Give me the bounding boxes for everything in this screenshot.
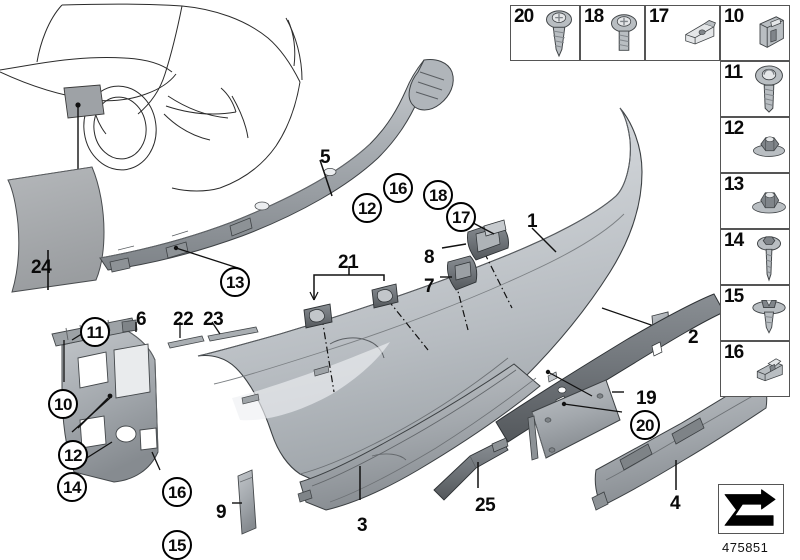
legend-number-17: 17	[649, 6, 669, 27]
direction-arrow-icon	[724, 489, 776, 526]
part-19-license-plate-bracket	[527, 379, 621, 461]
legend-item-20[interactable]: 20	[510, 5, 580, 61]
callout-19[interactable]: 19	[636, 388, 657, 409]
legend-number-20: 20	[514, 6, 534, 27]
legend-number-12: 12	[724, 118, 744, 139]
part-22-23-trim-strips	[167, 326, 259, 349]
part-25-reinforcement-strip	[433, 437, 509, 501]
part-1-rear-bumper-cover	[197, 107, 643, 488]
part-23-strip	[207, 326, 259, 342]
assembly-leader-21b	[387, 299, 429, 351]
callout-5[interactable]: 5	[320, 147, 331, 168]
assembly-leader-21a	[321, 317, 335, 393]
orientation-indicator-box	[718, 484, 784, 534]
legend-number-14: 14	[724, 230, 744, 251]
callout-1[interactable]: 1	[527, 211, 538, 232]
callout-18[interactable]: 18	[423, 180, 453, 210]
legend-item-13[interactable]: 13	[720, 173, 790, 229]
callout-16[interactable]: 16	[383, 173, 413, 203]
callout-24[interactable]: 24	[31, 257, 52, 278]
legend-item-11[interactable]: 11	[720, 61, 790, 117]
legend-number-11: 11	[724, 62, 743, 83]
callout-23[interactable]: 23	[203, 309, 224, 330]
callout-13[interactable]: 13	[220, 267, 250, 297]
assembly-leader-8	[477, 239, 513, 309]
spring-clip-nut-icon	[751, 344, 787, 394]
legend-number-13: 13	[724, 174, 744, 195]
flange-head-screw-icon	[751, 64, 787, 114]
legend-item-12[interactable]: 12	[720, 117, 790, 173]
part-22-strip	[167, 335, 205, 349]
legend-item-15[interactable]: 15	[720, 285, 790, 341]
trim-location-marker	[63, 84, 105, 119]
sheet-metal-nut-clip-icon	[681, 8, 717, 58]
legend-number-16: 16	[724, 342, 744, 363]
callout-14[interactable]: 14	[57, 472, 87, 502]
legend-item-16[interactable]: 16	[720, 341, 790, 397]
legend-item-10[interactable]: 10	[720, 5, 790, 61]
hex-flange-screw-icon	[751, 232, 787, 282]
callout-17[interactable]: 17	[446, 202, 476, 232]
vehicle-outline-sketch	[0, 3, 303, 192]
hex-nut-washer-icon	[751, 120, 787, 170]
expanding-rivet-icon	[751, 8, 787, 58]
callout-10[interactable]: 10	[48, 389, 78, 419]
plastic-push-rivet-icon	[751, 288, 787, 338]
legend-number-15: 15	[724, 286, 744, 307]
callout-25[interactable]: 25	[475, 495, 496, 516]
part-6-side-guide-bracket	[51, 317, 159, 483]
hex-nut-large-washer-icon	[751, 176, 787, 226]
callout-22[interactable]: 22	[173, 309, 194, 330]
callout-9[interactable]: 9	[216, 502, 227, 523]
callout-20[interactable]: 20	[630, 410, 660, 440]
callout-12[interactable]: 12	[352, 193, 382, 223]
part-21-retaining-clips	[303, 283, 399, 329]
callout-4[interactable]: 4	[670, 493, 681, 514]
callout-8[interactable]: 8	[424, 247, 435, 268]
callout-2[interactable]: 2	[688, 327, 699, 348]
callout-11[interactable]: 11	[80, 317, 110, 347]
callout-12[interactable]: 12	[58, 440, 88, 470]
legend-number-18: 18	[584, 6, 604, 27]
pointed-tapping-screw-icon	[541, 8, 577, 58]
callout-21[interactable]: 21	[338, 252, 359, 273]
callout-16[interactable]: 16	[162, 477, 192, 507]
callout-3[interactable]: 3	[357, 515, 368, 536]
callout-6[interactable]: 6	[136, 309, 147, 330]
legend-number-10: 10	[724, 6, 744, 27]
legend-item-17[interactable]: 17	[645, 5, 720, 61]
diagram-id-number: 475851	[722, 540, 769, 555]
part-9-reflector-strip	[237, 469, 257, 535]
part-7-mounting-bracket	[447, 255, 478, 291]
callout-15[interactable]: 15	[162, 530, 192, 560]
legend-item-14[interactable]: 14	[720, 229, 790, 285]
part-24-trim-panel	[7, 166, 105, 293]
part-5-impact-beam	[99, 59, 454, 273]
part-8-guide-bracket	[467, 219, 509, 261]
short-flange-bolt-icon	[606, 8, 642, 58]
callout-7[interactable]: 7	[424, 276, 435, 297]
legend-item-18[interactable]: 18	[580, 5, 645, 61]
